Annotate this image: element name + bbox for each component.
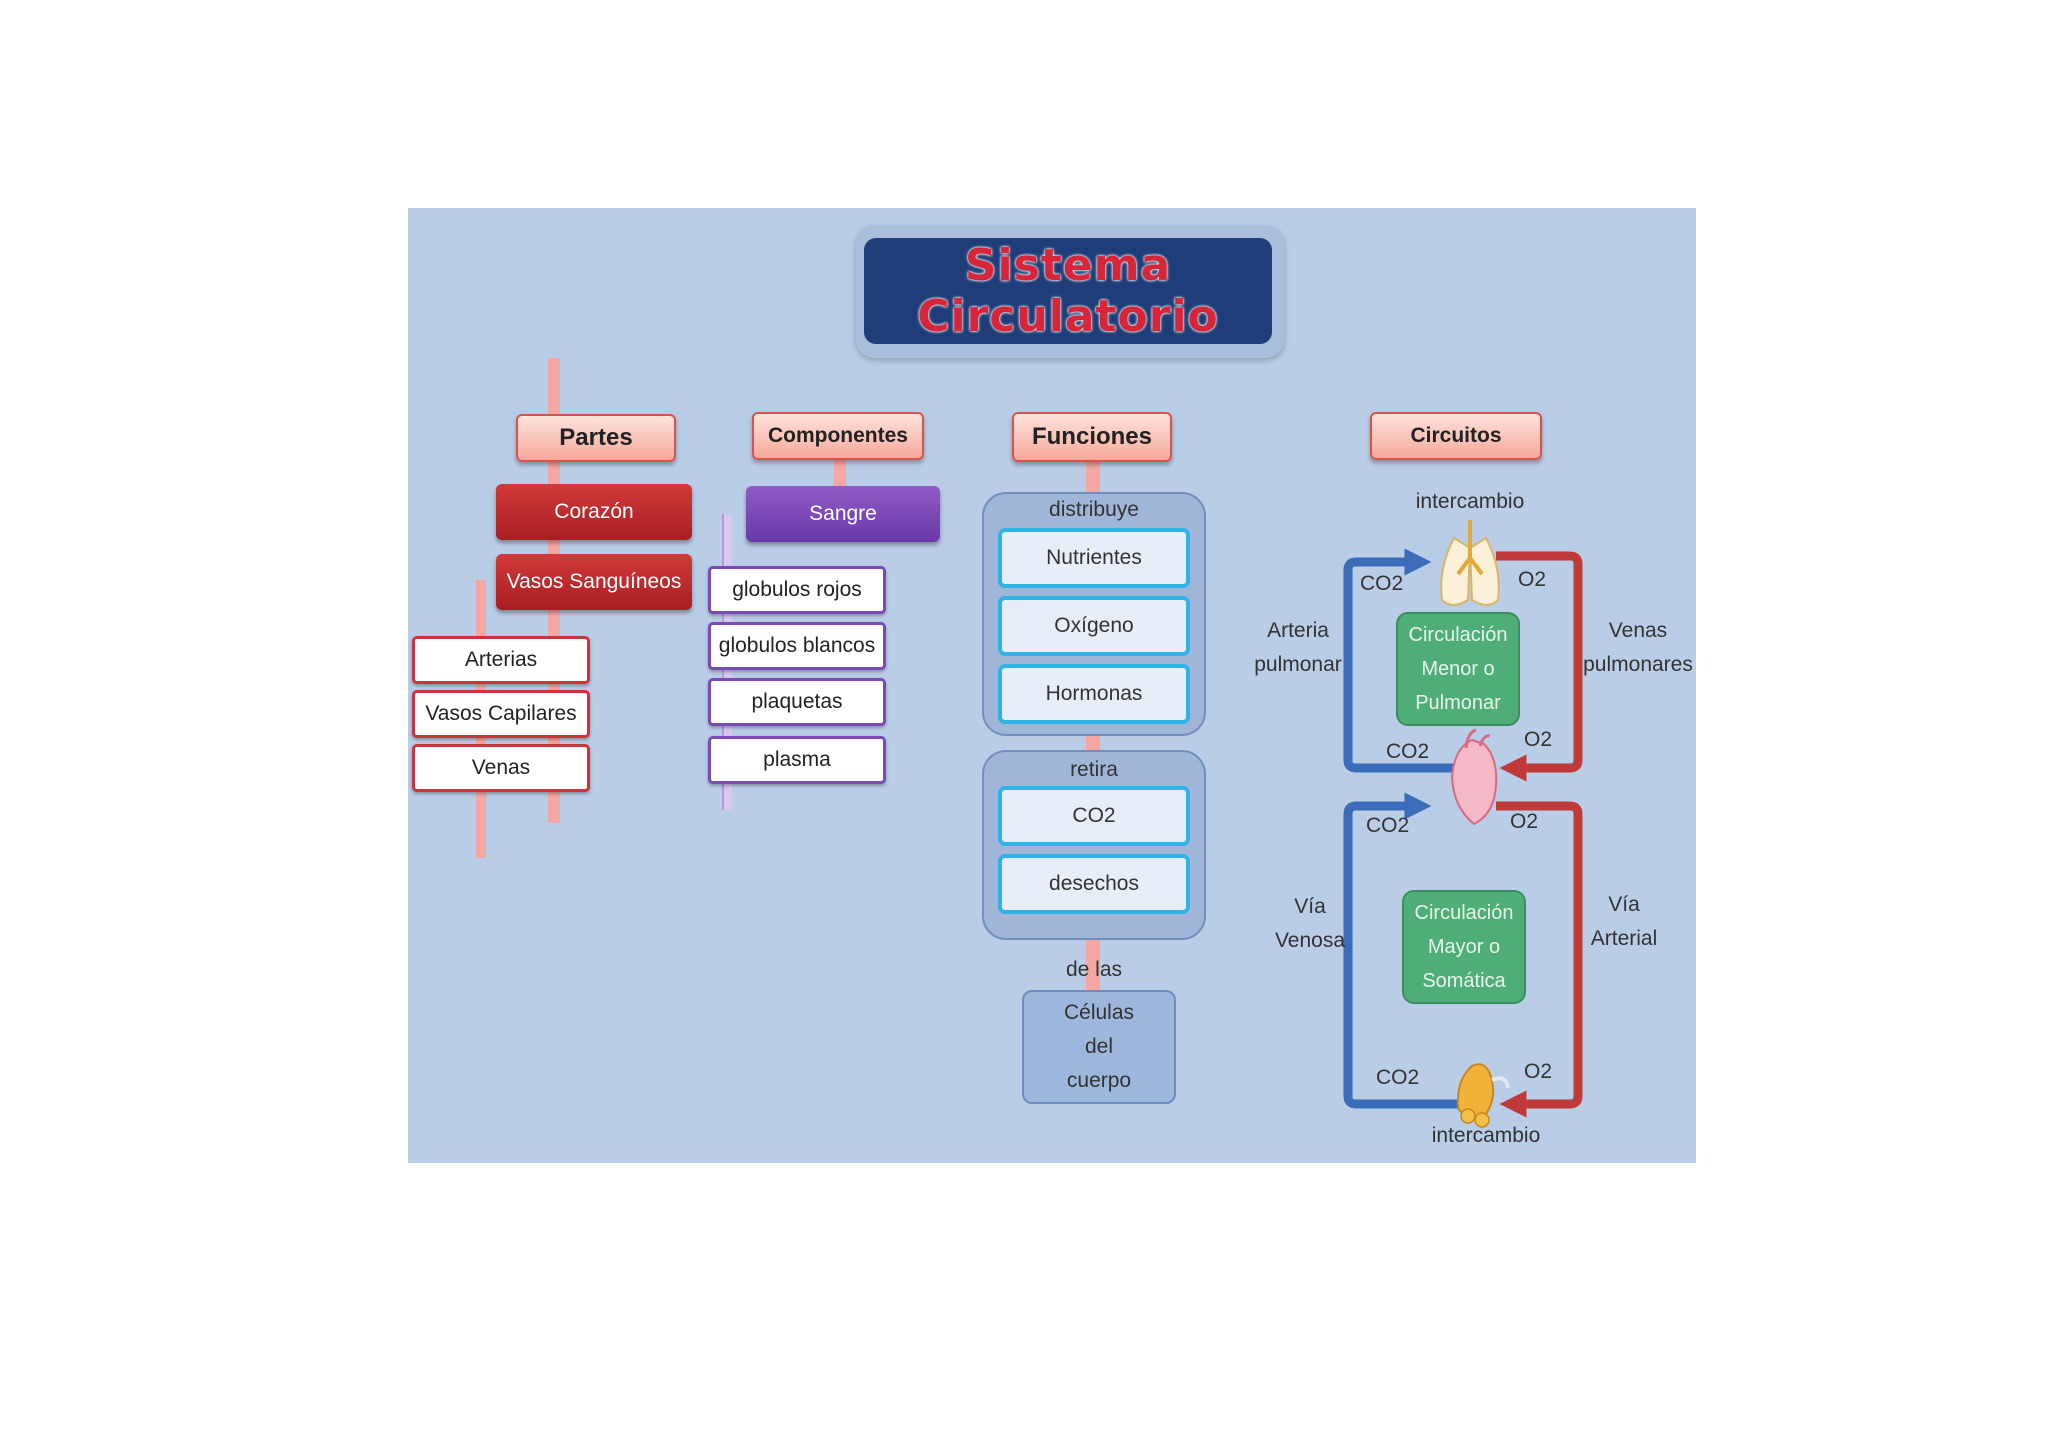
- distribuye-label: distribuye: [1049, 498, 1139, 521]
- mayor-line-3: Somática: [1422, 970, 1506, 992]
- componentes-connector: [834, 460, 846, 490]
- via-venosa-line-1: Vía: [1294, 895, 1326, 918]
- celulas-line-3: cuerpo: [1066, 1069, 1132, 1092]
- arteria-pulmonar-arrow: [1343, 548, 1473, 773]
- co2-label-4: CO2: [1376, 1066, 1420, 1089]
- co2-label-1: CO2: [1360, 572, 1404, 595]
- circulacion-mayor-node: Circulación Mayor o Somática: [1402, 890, 1526, 1004]
- mayor-line-1: Circulación: [1414, 902, 1514, 924]
- mayor-line-2: Mayor o: [1427, 936, 1501, 958]
- via-venosa-arrow: [1343, 792, 1473, 1109]
- heart-icon: [1450, 728, 1498, 826]
- de-las-label: de las: [1065, 958, 1123, 981]
- vasos-capilares-node: Vasos Capilares: [412, 690, 590, 738]
- o2-label-3: O2: [1510, 810, 1539, 833]
- arterias-node: Arterias: [412, 636, 590, 684]
- intercambio-top-label: intercambio: [1415, 490, 1525, 513]
- plaquetas-node: plaquetas: [708, 678, 886, 726]
- via-arterial-line-1: Vía: [1608, 893, 1640, 916]
- corazon-node: Corazón: [496, 484, 692, 540]
- venas-pulmonares-label: Venas pulmonares: [1580, 614, 1696, 682]
- globulos-rojos-node: globulos rojos: [708, 566, 886, 614]
- celulas-node: Células del cuerpo: [1022, 990, 1176, 1104]
- menor-line-2: Menor o: [1421, 658, 1495, 680]
- circuit-arrows: [1343, 520, 1583, 1128]
- plasma-node: plasma: [708, 736, 886, 784]
- globulos-blancos-node: globulos blancos: [708, 622, 886, 670]
- menor-line-1: Circulación: [1408, 624, 1508, 646]
- venas-pulmonares-arrow: [1496, 551, 1583, 782]
- venas-node: Venas: [412, 744, 590, 792]
- celulas-line-1: Células: [1063, 1001, 1135, 1024]
- oxigeno-node: Oxígeno: [998, 596, 1190, 656]
- intercambio-bottom-label: intercambio: [1431, 1124, 1541, 1147]
- sangre-node: Sangre: [746, 486, 940, 542]
- celulas-line-2: del: [1084, 1035, 1114, 1058]
- partes-header: Partes: [516, 414, 676, 462]
- arteria-pulmonar-line-2: pulmonar: [1254, 653, 1342, 676]
- hormonas-node: Hormonas: [998, 664, 1190, 724]
- circulacion-menor-node: Circulación Menor o Pulmonar: [1396, 612, 1520, 726]
- via-arterial-arrow: [1496, 801, 1583, 1118]
- retira-label: retira: [1070, 758, 1118, 781]
- co2-label-2: CO2: [1386, 740, 1430, 763]
- menor-line-3: Pulmonar: [1415, 692, 1501, 714]
- o2-label-2: O2: [1524, 728, 1553, 751]
- via-venosa-line-2: Venosa: [1274, 929, 1346, 952]
- via-arterial-label: Vía Arterial: [1584, 888, 1664, 956]
- funciones-header: Funciones: [1012, 412, 1172, 462]
- circuitos-header: Circuitos: [1370, 412, 1542, 460]
- o2-label-1: O2: [1518, 568, 1547, 591]
- componentes-header: Componentes: [752, 412, 924, 460]
- organ-icon: [1456, 1063, 1510, 1128]
- vasos-sanguineos-node: Vasos Sanguíneos: [496, 554, 692, 610]
- venas-pulmonares-line-1: Venas: [1608, 619, 1668, 642]
- lungs-icon: [1440, 520, 1500, 606]
- co2-label-3: CO2: [1366, 814, 1410, 837]
- arteria-pulmonar-label: Arteria pulmonar: [1250, 614, 1346, 682]
- diagram-canvas: Sistema Circulatorio Partes Corazón Vaso…: [408, 208, 1696, 1163]
- via-venosa-label: Vía Venosa: [1270, 890, 1350, 958]
- o2-label-4: O2: [1524, 1060, 1553, 1083]
- venas-pulmonares-line-2: pulmonares: [1583, 653, 1693, 676]
- desechos-node: desechos: [998, 854, 1190, 914]
- via-arterial-line-2: Arterial: [1590, 927, 1658, 950]
- nutrientes-node: Nutrientes: [998, 528, 1190, 588]
- page-title: Sistema Circulatorio: [864, 238, 1272, 344]
- arteria-pulmonar-line-1: Arteria: [1267, 619, 1329, 642]
- co2-node: CO2: [998, 786, 1190, 846]
